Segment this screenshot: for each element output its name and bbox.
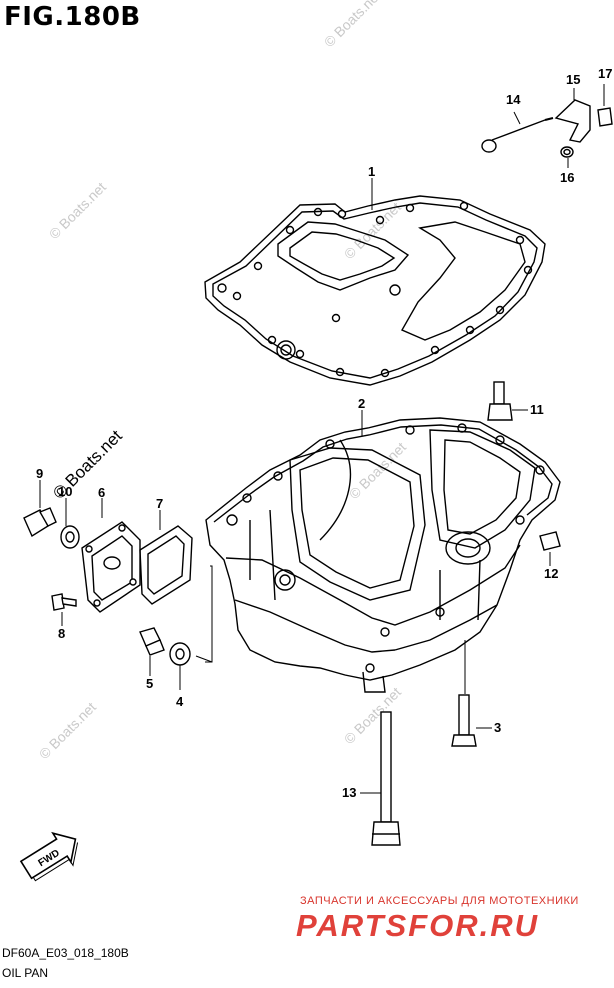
callout-11: 11 xyxy=(530,402,544,417)
plug-part-9 xyxy=(23,507,57,538)
o-ring-part-16 xyxy=(560,146,574,158)
dipstick-part-14 xyxy=(481,117,554,153)
watermark: © Boats.net xyxy=(346,439,409,502)
bolt-part-13 xyxy=(371,711,401,846)
figure-name: OIL PAN xyxy=(2,966,49,980)
washer-part-10 xyxy=(60,525,80,549)
callout-3: 3 xyxy=(494,720,501,735)
promo-tagline: ЗАПЧАСТИ И АКСЕССУАРЫ ДЛЯ МОТОТЕХНИКИ xyxy=(300,895,579,907)
bolt-part-3 xyxy=(451,694,477,747)
guide-part-15 xyxy=(554,99,591,143)
callout-5: 5 xyxy=(146,676,153,691)
watermark: © Boats.net xyxy=(46,179,109,242)
callout-8: 8 xyxy=(58,626,65,641)
watermark: © Boats.net xyxy=(36,699,99,762)
callout-15: 15 xyxy=(566,72,580,87)
fitting-part-11 xyxy=(487,381,513,421)
callout-10: 10 xyxy=(58,484,72,499)
fwd-arrow: FWD xyxy=(19,831,79,882)
callout-14: 14 xyxy=(506,92,521,107)
callout-7: 7 xyxy=(156,496,163,511)
callout-17: 17 xyxy=(598,66,612,81)
callout-16: 16 xyxy=(560,170,574,185)
callout-12: 12 xyxy=(544,566,558,581)
callout-4: 4 xyxy=(176,694,184,709)
bolt-part-17 xyxy=(597,107,613,127)
gasket-part-1 xyxy=(204,195,546,386)
bolt-part-8 xyxy=(51,593,77,611)
figure-title: FIG.180B xyxy=(4,2,141,32)
figure-code: DF60A_E03_018_180B xyxy=(2,946,129,960)
watermark: © Boats.net xyxy=(341,684,404,747)
callout-13: 13 xyxy=(342,785,356,800)
callout-labels: 1 2 3 4 5 6 7 8 9 10 11 12 13 14 15 16 1… xyxy=(36,66,612,800)
callout-2: 2 xyxy=(358,396,365,411)
gasket-part-7 xyxy=(139,525,193,605)
callout-1: 1 xyxy=(368,164,375,179)
watermark: © Boats.net xyxy=(321,0,384,50)
leader-lines xyxy=(39,84,605,794)
cover-part-6 xyxy=(81,521,141,613)
drain-plug-part-5 xyxy=(139,627,165,656)
callout-6: 6 xyxy=(98,485,105,500)
callout-9: 9 xyxy=(36,466,43,481)
promo-brand-logo: PARTSFOR.RU xyxy=(296,908,540,943)
oil-pan-part-2 xyxy=(205,417,561,693)
washer-part-4 xyxy=(169,642,191,666)
plug-part-12 xyxy=(539,531,561,551)
